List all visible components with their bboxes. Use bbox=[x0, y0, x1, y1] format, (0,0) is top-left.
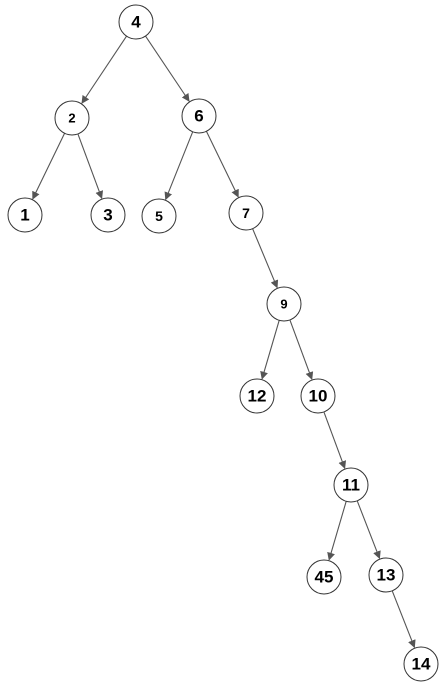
node-label: 11 bbox=[342, 476, 360, 495]
edge-n4-n2 bbox=[81, 35, 128, 104]
edge-n11-n45 bbox=[327, 501, 347, 561]
tree-node-14: 14 bbox=[403, 646, 439, 682]
edge-n6-n7 bbox=[205, 131, 239, 198]
node-circle bbox=[300, 378, 336, 414]
node-label: 7 bbox=[242, 205, 250, 221]
edge-n10-n11 bbox=[323, 411, 347, 470]
node-circle bbox=[368, 557, 404, 593]
node-circle bbox=[54, 100, 90, 136]
tree-node-11: 11 bbox=[333, 467, 369, 503]
node-label: 13 bbox=[377, 566, 396, 585]
node-circle bbox=[141, 198, 177, 234]
node-label: 14 bbox=[412, 655, 431, 674]
node-circle bbox=[90, 197, 126, 233]
tree-node-13: 13 bbox=[368, 557, 404, 593]
node-label: 1 bbox=[20, 206, 29, 225]
tree-node-3: 3 bbox=[90, 197, 126, 233]
node-label: 12 bbox=[248, 387, 267, 406]
node-circle bbox=[228, 195, 264, 231]
tree-node-5: 5 bbox=[141, 198, 177, 234]
node-circle bbox=[181, 98, 217, 134]
tree-node-10: 10 bbox=[300, 378, 336, 414]
node-circle bbox=[118, 4, 154, 40]
node-label: 10 bbox=[309, 387, 328, 406]
tree-node-6: 6 bbox=[181, 98, 217, 134]
tree-node-45: 45 bbox=[306, 559, 342, 595]
node-label: 4 bbox=[131, 13, 141, 32]
node-circle bbox=[403, 646, 439, 682]
edge-n13-n14 bbox=[391, 590, 416, 649]
node-label: 45 bbox=[315, 568, 334, 587]
node-label: 3 bbox=[103, 206, 112, 225]
edge-n9-n10 bbox=[289, 319, 314, 381]
node-circle bbox=[239, 378, 275, 414]
tree-node-2: 2 bbox=[54, 100, 90, 136]
tree-node-4: 4 bbox=[118, 4, 154, 40]
edge-n6-n5 bbox=[164, 131, 194, 201]
tree-node-7: 7 bbox=[228, 195, 264, 231]
tree-node-1: 1 bbox=[7, 197, 43, 233]
node-label: 6 bbox=[194, 107, 203, 126]
tree-node-9: 9 bbox=[266, 286, 302, 322]
edge-n2-n3 bbox=[77, 133, 104, 200]
edge-n7-n9 bbox=[252, 228, 279, 289]
node-label: 2 bbox=[68, 111, 75, 126]
tree-node-12: 12 bbox=[239, 378, 275, 414]
node-circle bbox=[7, 197, 43, 233]
node-circle bbox=[333, 467, 369, 503]
edge-n11-n13 bbox=[356, 500, 381, 560]
node-label: 9 bbox=[280, 297, 287, 312]
node-circle bbox=[306, 559, 342, 595]
edge-n4-n6 bbox=[145, 35, 190, 102]
edges-layer bbox=[32, 35, 416, 649]
edge-n2-n1 bbox=[32, 133, 66, 200]
edge-n9-n12 bbox=[260, 320, 280, 380]
node-label: 5 bbox=[155, 208, 163, 224]
node-circle bbox=[266, 286, 302, 322]
